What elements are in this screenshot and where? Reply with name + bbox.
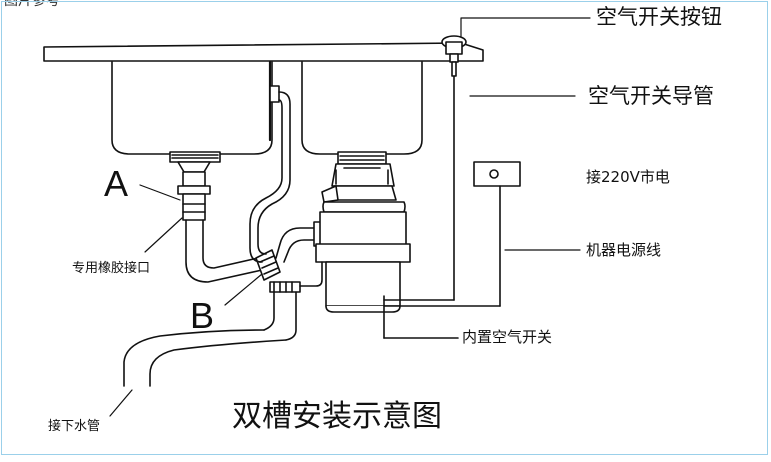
leader-drain-pipe xyxy=(109,389,133,417)
leader-rubber-connector xyxy=(144,217,183,253)
left-connector-hose xyxy=(185,219,263,283)
leader-air-switch-button xyxy=(460,17,591,37)
countertop xyxy=(43,42,484,62)
air-switch-button xyxy=(441,35,467,77)
b-coupling xyxy=(255,249,281,281)
left-sink-bowl xyxy=(111,60,273,155)
top-cut-text: 图片参考 xyxy=(4,0,60,9)
wall-outlet xyxy=(473,161,521,187)
label-rubber-connector: 专用橡胶接口 xyxy=(72,261,151,276)
air-switch-tube xyxy=(383,75,455,301)
leader-lines xyxy=(109,17,591,417)
drain-pipe xyxy=(123,329,287,387)
label-builtin-air-switch: 内置空气开关 xyxy=(462,328,553,346)
leader-point-b xyxy=(224,273,263,306)
builtin-switch-bracket xyxy=(383,295,459,339)
side-tube xyxy=(249,85,291,263)
label-air-switch-tube: 空气开关导管 xyxy=(588,84,714,108)
diagram-title: 双槽安装示意图 xyxy=(232,399,442,434)
right-sink-bowl xyxy=(301,61,423,155)
label-power-220v: 接220V市电 xyxy=(586,168,670,186)
label-machine-power-cord: 机器电源线 xyxy=(586,241,662,259)
right-drain-flange xyxy=(337,151,387,165)
disposer-outlet-pipe xyxy=(263,261,323,341)
left-drain-assembly xyxy=(169,151,221,221)
leader-point-a xyxy=(139,184,181,201)
label-point-a: A xyxy=(104,163,129,204)
label-point-b: B xyxy=(190,295,215,336)
label-drain-pipe: 接下水管 xyxy=(48,419,101,434)
power-cord-line xyxy=(383,185,501,307)
garbage-disposer xyxy=(315,163,411,313)
label-air-switch-button: 空气开关按钮 xyxy=(596,5,722,29)
